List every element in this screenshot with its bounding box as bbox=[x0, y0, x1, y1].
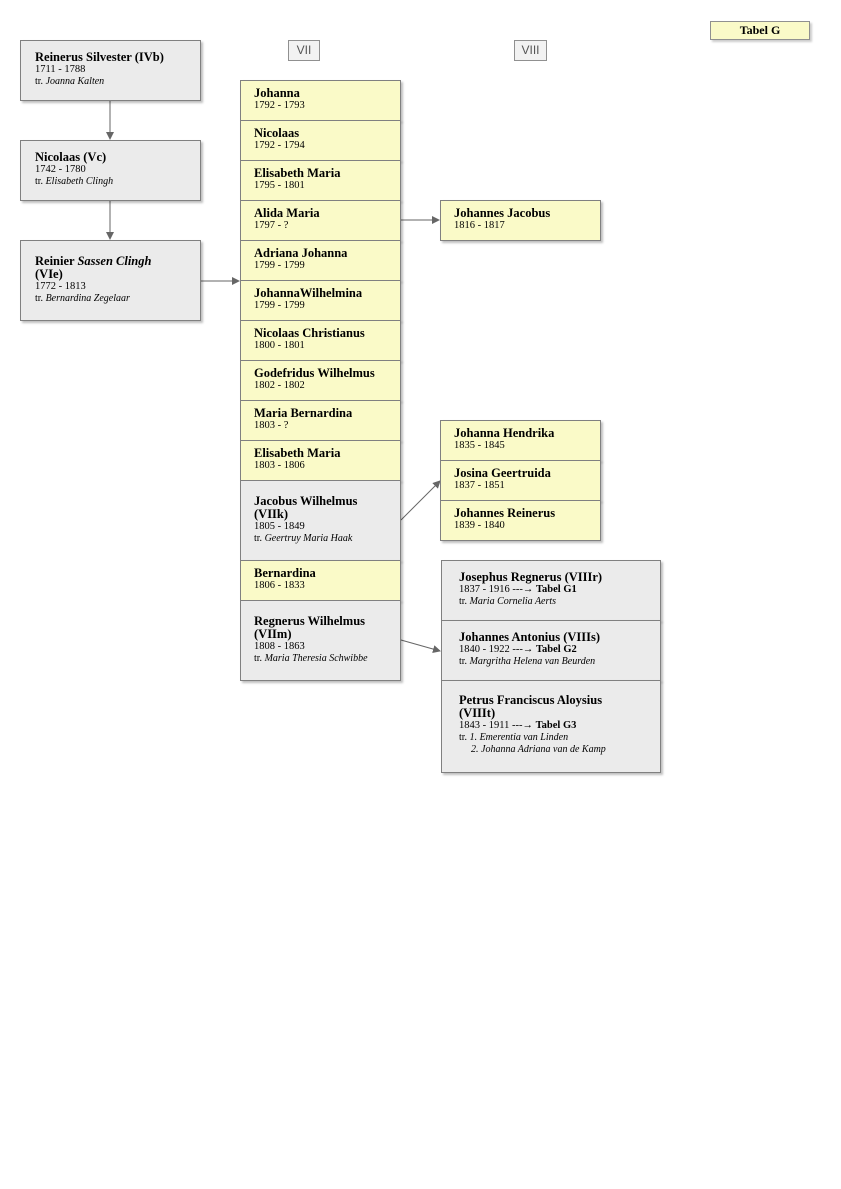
grandchild-name: Petrus Franciscus Aloysius (VIIIt) bbox=[459, 693, 603, 720]
child-name: Godefridus Wilhelmus bbox=[254, 366, 375, 380]
child-dates: 1795 - 1801 bbox=[254, 180, 305, 191]
grandchild-johannes-antonius: Johannes Antonius (VIIIs) 1840 - 1922 --… bbox=[441, 620, 661, 681]
grandchild-name: Josina Geertruida bbox=[454, 466, 551, 480]
child-name: Maria Bernardina bbox=[254, 406, 353, 420]
person-nicolaas-vc: Nicolaas (Vc) 1742 - 1780 tr. Elisabeth … bbox=[20, 140, 201, 201]
child-alida-maria: Alida Maria 1797 - ? bbox=[240, 200, 401, 241]
grandchild-dates: 1837 - 1916 ---→ Tabel G1 bbox=[459, 584, 577, 595]
grandchild-spouse: tr. Margritha Helena van Beurden bbox=[459, 656, 596, 667]
grandchild-name: Johanna Hendrika bbox=[454, 426, 555, 440]
child-godefridus-wilhelmus: Godefridus Wilhelmus 1802 - 1802 bbox=[240, 360, 401, 401]
child-johanna: Johanna 1792 - 1793 bbox=[240, 80, 401, 121]
child-spouse: tr. Maria Theresia Schwibbe bbox=[254, 653, 368, 664]
child-nicolaas-christianus: Nicolaas Christianus 1800 - 1801 bbox=[240, 320, 401, 361]
child-elisabeth-maria-1795: Elisabeth Maria 1795 - 1801 bbox=[240, 160, 401, 201]
child-name: Elisabeth Maria bbox=[254, 446, 341, 460]
generation-viii-label: VIII bbox=[514, 40, 547, 61]
child-spouse: tr. Geertruy Maria Haak bbox=[254, 533, 353, 544]
grandchild-josephus-regnerus: Josephus Regnerus (VIIIr) 1837 - 1916 --… bbox=[441, 560, 661, 621]
table-reference-link[interactable]: Tabel G2 bbox=[536, 644, 577, 655]
child-name: JohannaWilhelmina bbox=[254, 286, 363, 300]
child-dates: 1805 - 1849 bbox=[254, 521, 305, 532]
person-name: Reinerus Silvester (IVb) bbox=[35, 50, 164, 64]
child-name: Regnerus Wilhelmus (VIIm) bbox=[254, 614, 366, 641]
grandchild-name: Josephus Regnerus (VIIIr) bbox=[459, 570, 603, 584]
person-dates: 1742 - 1780 bbox=[35, 164, 86, 175]
arrow-right-icon: → bbox=[522, 584, 534, 595]
child-dates: 1792 - 1794 bbox=[254, 140, 305, 151]
child-dates: 1803 - ? bbox=[254, 420, 289, 431]
grandchild-dates: 1843 - 1911 ---→ Tabel G3 bbox=[459, 720, 577, 731]
person-spouse: tr. Elisabeth Clingh bbox=[35, 176, 114, 187]
grandchild-dates: 1835 - 1845 bbox=[454, 440, 505, 451]
child-adriana-johanna: Adriana Johanna 1799 - 1799 bbox=[240, 240, 401, 281]
connector-jacobus-viii bbox=[400, 480, 441, 521]
grandchild-dates: 1840 - 1922 ---→ Tabel G2 bbox=[459, 644, 577, 655]
child-dates: 1802 - 1802 bbox=[254, 380, 305, 391]
child-name: Jacobus Wilhelmus (VIIk) bbox=[254, 494, 358, 521]
grandchild-dates: 1839 - 1840 bbox=[454, 520, 505, 531]
person-spouse: tr. Joanna Kalten bbox=[35, 76, 105, 87]
generation-vii-label: VII bbox=[288, 40, 320, 61]
child-jacobus-wilhelmus: Jacobus Wilhelmus (VIIk) 1805 - 1849 tr.… bbox=[240, 480, 401, 561]
child-dates: 1799 - 1799 bbox=[254, 300, 305, 311]
grandchild-spouse: tr. 1. Emerentia van Linden bbox=[459, 732, 569, 743]
child-dates: 1797 - ? bbox=[254, 220, 289, 231]
child-dates: 1800 - 1801 bbox=[254, 340, 305, 351]
connector-regnerus-viii bbox=[400, 639, 441, 653]
arrow-right-icon: → bbox=[522, 644, 534, 655]
child-name: Nicolaas Christianus bbox=[254, 326, 365, 340]
child-name: Alida Maria bbox=[254, 206, 320, 220]
child-name: Elisabeth Maria bbox=[254, 166, 341, 180]
person-reinier-sassen-clingh: Reinier Sassen Clingh(VIe) 1772 - 1813 t… bbox=[20, 240, 201, 321]
grandchild-johanna-hendrika: Johanna Hendrika 1835 - 1845 bbox=[440, 420, 601, 461]
child-name: Johanna bbox=[254, 86, 300, 100]
person-dates: 1711 - 1788 bbox=[35, 64, 86, 75]
grandchild-johannes-reinerus: Johannes Reinerus 1839 - 1840 bbox=[440, 500, 601, 541]
grandchild-petrus-franciscus-aloysius: Petrus Franciscus Aloysius (VIIIt) 1843 … bbox=[441, 680, 661, 773]
child-dates: 1799 - 1799 bbox=[254, 260, 305, 271]
child-bernardina: Bernardina 1806 - 1833 bbox=[240, 560, 401, 601]
child-name: Bernardina bbox=[254, 566, 316, 580]
grandchild-josina-geertruida: Josina Geertruida 1837 - 1851 bbox=[440, 460, 601, 501]
child-dates: 1803 - 1806 bbox=[254, 460, 305, 471]
person-spouse: tr. Bernardina Zegelaar bbox=[35, 293, 130, 304]
grandchild-name: Johannes Reinerus bbox=[454, 506, 556, 520]
child-dates: 1792 - 1793 bbox=[254, 100, 305, 111]
child-maria-bernardina: Maria Bernardina 1803 - ? bbox=[240, 400, 401, 441]
table-reference-link[interactable]: Tabel G3 bbox=[535, 720, 577, 731]
child-elisabeth-maria-1803: Elisabeth Maria 1803 - 1806 bbox=[240, 440, 401, 481]
child-regnerus-wilhelmus: Regnerus Wilhelmus (VIIm) 1808 - 1863 tr… bbox=[240, 600, 401, 681]
grandchild-dates: 1837 - 1851 bbox=[454, 480, 505, 491]
child-dates: 1806 - 1833 bbox=[254, 580, 305, 591]
grandchild-spouse-second: 2. Johanna Adriana van de Kamp bbox=[471, 744, 606, 755]
grandchild-dates: 1816 - 1817 bbox=[454, 220, 505, 231]
person-reinerus-silvester: Reinerus Silvester (IVb) 1711 - 1788 tr.… bbox=[20, 40, 201, 101]
person-name: Reinier Sassen Clingh(VIe) bbox=[35, 254, 152, 281]
grandchild-johannes-jacobus: Johannes Jacobus 1816 - 1817 bbox=[440, 200, 601, 241]
table-label: Tabel G bbox=[710, 21, 810, 40]
child-dates: 1808 - 1863 bbox=[254, 641, 305, 652]
child-nicolaas: Nicolaas 1792 - 1794 bbox=[240, 120, 401, 161]
arrow-right-icon: → bbox=[522, 720, 533, 731]
table-reference-link[interactable]: Tabel G1 bbox=[536, 584, 577, 595]
grandchild-spouse: tr. Maria Cornelia Aerts bbox=[459, 596, 557, 607]
grandchild-name: Johannes Jacobus bbox=[454, 206, 551, 220]
person-dates: 1772 - 1813 bbox=[35, 281, 86, 292]
child-johanna-wilhelmina: JohannaWilhelmina 1799 - 1799 bbox=[240, 280, 401, 321]
child-name: Nicolaas bbox=[254, 126, 300, 140]
child-name: Adriana Johanna bbox=[254, 246, 348, 260]
grandchild-name: Johannes Antonius (VIIIs) bbox=[459, 630, 601, 644]
person-name: Nicolaas (Vc) bbox=[35, 150, 107, 164]
